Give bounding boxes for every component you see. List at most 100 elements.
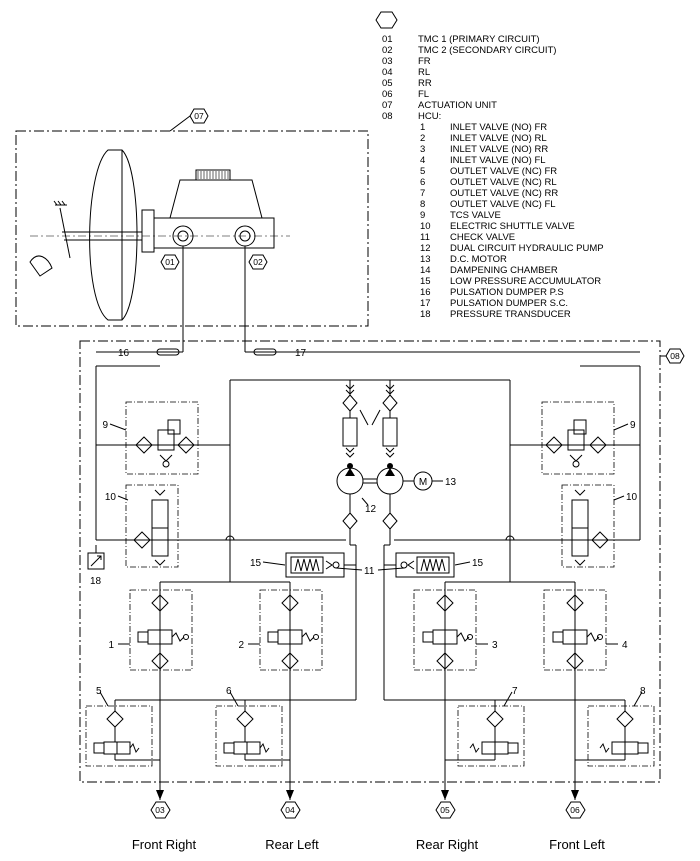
legend-text: RL	[418, 67, 430, 78]
shuttle-valve-right-box	[561, 484, 615, 568]
filter-icon	[151, 594, 169, 612]
brake-booster	[89, 149, 138, 321]
legend-text: OUTLET VALVE (NC) FR	[450, 166, 557, 177]
legend-num: 8	[420, 199, 425, 210]
inlet-valve-fr: 1	[108, 589, 193, 671]
spring-icon	[301, 632, 315, 642]
check-ball-icon	[183, 634, 189, 640]
supply-lines: 16 17	[96, 246, 640, 359]
label-7: 7	[512, 686, 518, 697]
tcs-valve-left: 9	[102, 401, 199, 475]
check-ball-icon	[597, 634, 603, 640]
legend-text: DUAL CIRCUIT HYDRAULIC PUMP	[450, 243, 604, 254]
push-rod	[62, 231, 142, 241]
filter-icon	[486, 710, 504, 728]
filter-icon	[545, 436, 563, 454]
legend-num: 18	[420, 309, 431, 320]
legend-text: INLET VALVE (NO) RL	[450, 133, 547, 144]
tag-05: 05	[435, 801, 456, 819]
label-rear-right: Rear Right	[416, 837, 479, 852]
label-12: 12	[365, 504, 377, 515]
filter-icon	[342, 394, 358, 412]
filter-icon	[236, 710, 254, 728]
hcu-frame	[79, 340, 661, 783]
hcu-lines	[95, 365, 641, 800]
label-5: 5	[96, 686, 102, 697]
gauge-icon	[90, 555, 102, 567]
legend-hcu: 1 INLET VALVE (NO) FR 2 INLET VALVE (NO)…	[420, 122, 604, 320]
legend-num: 2	[420, 133, 425, 144]
legend-text: TMC 1 (PRIMARY CIRCUIT)	[418, 34, 540, 45]
legend-text: PULSATION DUMPER S.C.	[450, 298, 568, 309]
shuttle-valve-left-box	[125, 484, 179, 568]
fluid-reservoir	[169, 179, 263, 219]
legend-num: 07	[382, 100, 393, 111]
legend-num: 4	[420, 155, 425, 166]
label-17: 17	[295, 348, 307, 359]
leader-14	[359, 409, 369, 426]
dampening-chamber-left	[342, 417, 358, 447]
tag-04-text: 04	[285, 805, 295, 815]
solenoid-coil	[637, 742, 649, 754]
leader-15	[454, 561, 471, 566]
tag-05-text: 05	[440, 805, 450, 815]
dampening-chamber-right	[382, 417, 398, 447]
spring-icon	[469, 742, 480, 754]
legend-main: 01 TMC 1 (PRIMARY CIRCUIT) 02 TMC 2 (SEC…	[382, 34, 556, 122]
legend-text: OUTLET VALVE (NC) RR	[450, 188, 558, 199]
legend-num: 5	[420, 166, 425, 177]
check-valve-icon	[159, 454, 173, 462]
inlet-valve-rl-box	[259, 589, 323, 671]
check-valve-leaders: 11	[335, 566, 405, 577]
tag-08-text: 08	[670, 351, 680, 361]
outlet-valve-fl: 8	[587, 686, 655, 767]
tag-01-text: 01	[165, 257, 175, 267]
check-valve-icon	[407, 560, 415, 570]
leader-10	[613, 495, 625, 501]
motor-label: M	[419, 477, 427, 488]
spring-icon	[456, 632, 470, 642]
legend-num: 02	[382, 45, 393, 56]
pedal-arm	[59, 207, 71, 259]
check-ball-icon	[313, 634, 319, 640]
solenoid-valve-icon	[157, 429, 175, 451]
solenoid-coil	[573, 419, 587, 435]
spring-icon	[420, 558, 446, 572]
tag-06: 06	[565, 801, 586, 819]
leader-15	[262, 561, 286, 566]
check-ball-icon	[162, 460, 170, 468]
filter-icon	[382, 512, 398, 530]
spring-icon	[294, 558, 320, 572]
outlet-valve-rl: 6	[215, 686, 283, 767]
check-ball-icon	[467, 634, 473, 640]
spring-icon	[586, 632, 600, 642]
inlet-valve-fr-box	[129, 589, 193, 671]
legend: 01 TMC 1 (PRIMARY CIRCUIT) 02 TMC 2 (SEC…	[375, 11, 604, 320]
spring-icon	[385, 384, 395, 395]
label-3: 3	[492, 640, 498, 651]
legend-num: 9	[420, 210, 425, 221]
outlet-valve-fl-box	[587, 705, 655, 767]
actuation-unit-frame	[15, 130, 369, 327]
leader-11	[377, 567, 405, 571]
label-11: 11	[364, 566, 375, 577]
label-6: 6	[226, 686, 232, 697]
check-ball-icon	[387, 463, 393, 469]
tag-03: 03	[150, 801, 171, 819]
tag-02-text: 02	[253, 257, 263, 267]
tag-06-text: 06	[570, 805, 580, 815]
tag-01: 01	[160, 254, 180, 270]
pulsation-dumper-sc	[253, 348, 277, 356]
leader-12	[361, 497, 369, 506]
actuation-unit: 07 01 02	[15, 108, 369, 327]
solenoid-coil	[267, 631, 279, 643]
legend-num: 17	[420, 298, 431, 309]
inlet-valve-rr: 3	[413, 589, 498, 671]
legend-num: 04	[382, 67, 393, 78]
leader-8	[633, 691, 643, 707]
legend-num: 13	[420, 254, 431, 265]
filter-icon	[436, 594, 454, 612]
label-rear-left: Rear Left	[265, 837, 319, 852]
filter-icon	[382, 394, 398, 412]
